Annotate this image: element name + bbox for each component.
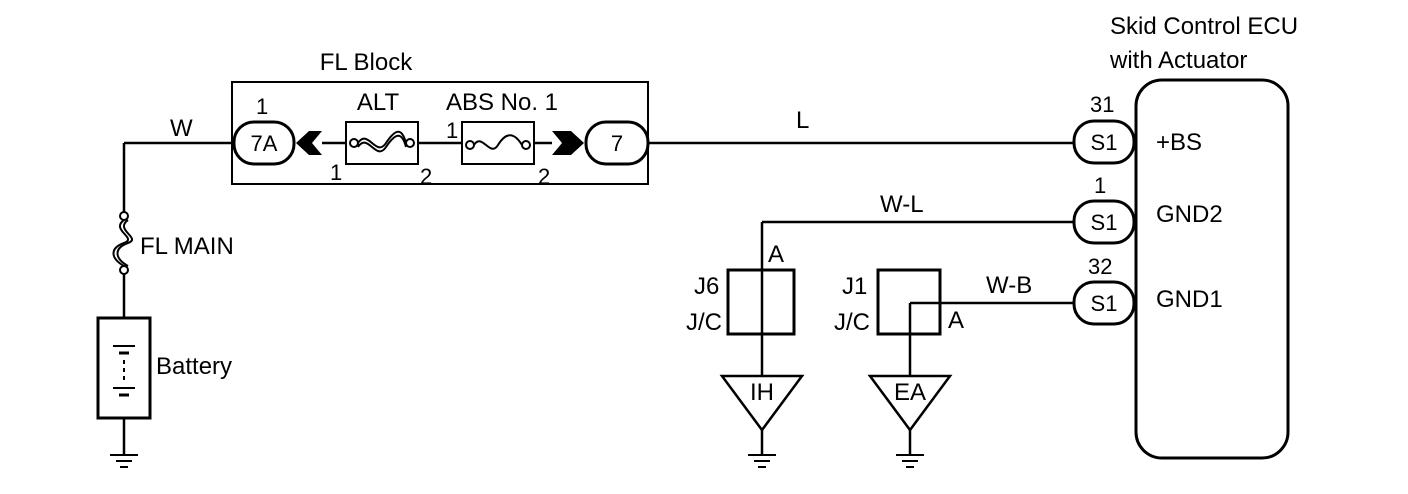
- terminal-gnd2: GND2: [1156, 201, 1223, 228]
- fuse-terminal-icon: [465, 140, 475, 150]
- alt-fuse-label: ALT: [357, 89, 400, 116]
- ecu-connector-label: S1: [1091, 291, 1118, 316]
- j6-type: J/C: [686, 309, 722, 336]
- battery-label: Battery: [156, 353, 232, 380]
- ecu-connector-label: S1: [1091, 130, 1118, 155]
- right-arrow-icon: [552, 131, 584, 155]
- alt-pin-out: 2: [420, 164, 432, 189]
- ground-ea-label: EA: [894, 379, 926, 406]
- wire-l-label: L: [796, 107, 809, 134]
- ecu-connector-label: S1: [1091, 210, 1118, 235]
- connector-7a-label: 7A: [251, 131, 278, 156]
- j1-name: J1: [842, 273, 867, 300]
- fl-block-pin-1: 1: [256, 94, 268, 119]
- fl-main-terminal-icon: [119, 265, 129, 275]
- wire-w-label: W: [170, 115, 193, 142]
- fusible-link-icon: [357, 130, 407, 149]
- terminal-bs: +BS: [1156, 129, 1202, 156]
- left-arrow-icon: [296, 131, 322, 155]
- j6-pin-a: A: [768, 241, 784, 268]
- j6-name: J6: [694, 273, 719, 300]
- j1-type: J/C: [834, 309, 870, 336]
- ecu-body: [1134, 78, 1290, 460]
- ecu-title-line1: Skid Control ECU: [1110, 13, 1298, 40]
- wire-w-b-label: W-B: [986, 272, 1032, 299]
- fuse-terminal-icon: [405, 138, 415, 148]
- abs-fuse-label: ABS No. 1: [446, 89, 558, 116]
- fusible-link-icon: [357, 134, 407, 153]
- ecu-pin-32: 32: [1088, 254, 1112, 279]
- ground-point-ea: [867, 374, 953, 433]
- fl-main-label: FL MAIN: [140, 233, 234, 260]
- j1-pin-a: A: [948, 307, 964, 334]
- abs-pin-in: 1: [446, 118, 458, 143]
- ecu-pin-31: 31: [1090, 92, 1114, 117]
- fl-main-fusible-link-icon: [112, 219, 129, 267]
- ground-ih-label: IH: [750, 379, 774, 406]
- ground-point-ih: [719, 374, 805, 433]
- terminal-gnd1: GND1: [1156, 286, 1223, 313]
- fuse-icon: [473, 134, 523, 150]
- j6-junction-box: [726, 268, 796, 336]
- fl-main-fusible-link-icon: [116, 219, 133, 267]
- wire-w-l-label: W-L: [880, 191, 924, 218]
- abs-pin-out: 2: [538, 164, 550, 189]
- fl-main-terminal-icon: [119, 211, 129, 221]
- ecu-title-line2: with Actuator: [1109, 47, 1247, 74]
- fuse-terminal-icon: [521, 140, 531, 150]
- connector-7-label: 7: [611, 131, 623, 156]
- fuse-terminal-icon: [349, 138, 359, 148]
- fl-block-title: FL Block: [320, 49, 413, 76]
- ecu-pin-1: 1: [1094, 173, 1106, 198]
- alt-pin-in: 1: [330, 160, 342, 185]
- fl-block-outline: [231, 81, 649, 185]
- j1-junction-box: [876, 268, 942, 336]
